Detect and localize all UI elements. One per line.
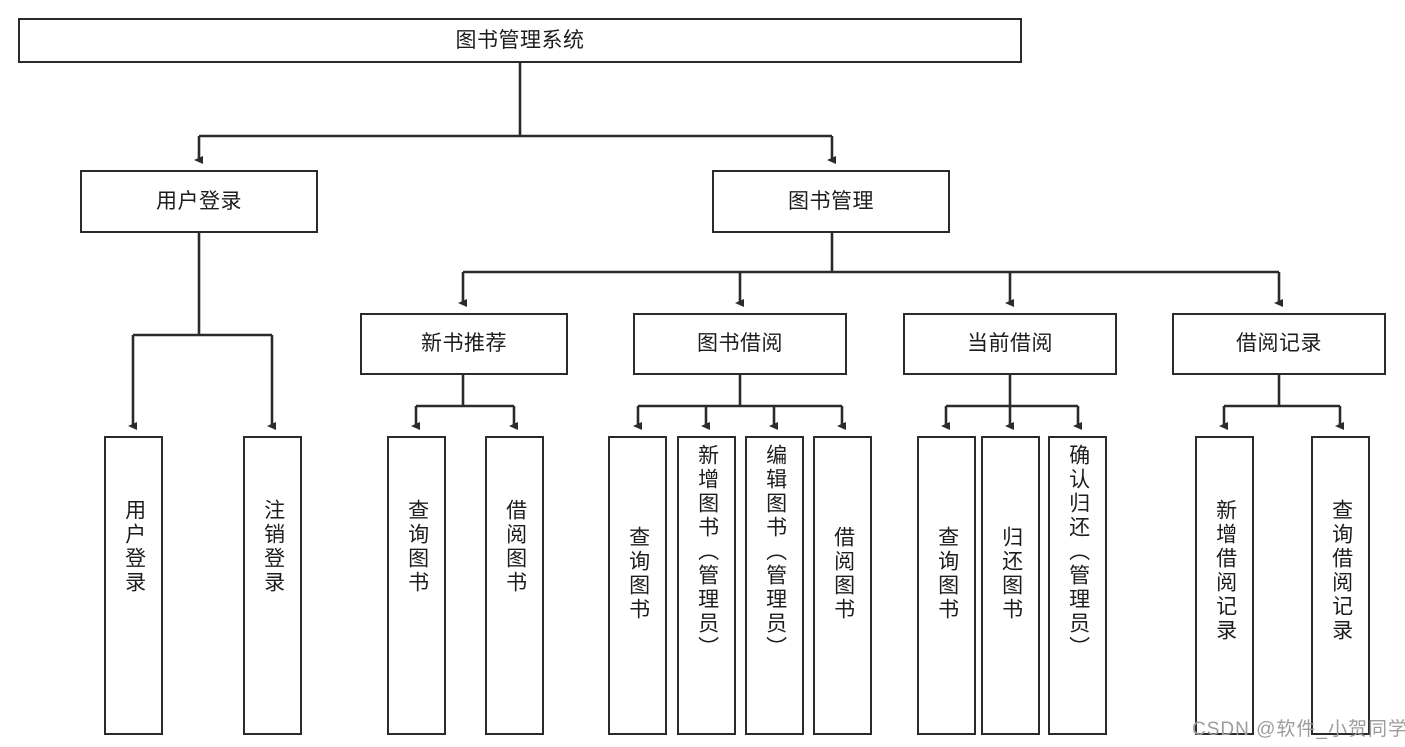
node-leaf-logout[interactable]: 注销登录 (243, 436, 302, 735)
node-label: 新增图书（管理员） (695, 444, 719, 660)
node-label: 新书推荐 (421, 332, 507, 356)
node-label: 借阅记录 (1236, 332, 1322, 356)
node-label: 当前借阅 (967, 332, 1053, 356)
node-label: 编辑图书（管理员） (763, 444, 787, 660)
node-label: 图书管理系统 (455, 28, 585, 52)
node-label: 查询借阅记录 (1329, 499, 1353, 643)
node-leaf-return-book[interactable]: 归还图书 (981, 436, 1040, 735)
node-leaf-query-book-recommend[interactable]: 查询图书 (387, 436, 446, 735)
watermark: CSDN @软件_小贺同学 (1192, 719, 1405, 740)
node-label: 新增借阅记录 (1213, 499, 1237, 643)
node-label: 用户登录 (156, 189, 242, 213)
node-leaf-user-login[interactable]: 用户登录 (104, 436, 163, 735)
node-label: 确认归还（管理员） (1066, 444, 1090, 660)
node-label: 借阅图书 (831, 526, 855, 622)
node-user-login[interactable]: 用户登录 (80, 170, 318, 233)
node-new-book-recommend[interactable]: 新书推荐 (360, 313, 568, 375)
node-leaf-add-book-admin[interactable]: 新增图书（管理员） (677, 436, 736, 735)
node-leaf-borrow-book-recommend[interactable]: 借阅图书 (485, 436, 544, 735)
node-label: 归还图书 (999, 526, 1023, 622)
node-book-borrow[interactable]: 图书借阅 (633, 313, 847, 375)
node-current-borrow[interactable]: 当前借阅 (903, 313, 1117, 375)
node-label: 查询图书 (405, 499, 429, 595)
node-leaf-borrow-book[interactable]: 借阅图书 (813, 436, 872, 735)
node-leaf-add-borrow-record[interactable]: 新增借阅记录 (1195, 436, 1254, 735)
node-label: 查询图书 (935, 526, 959, 622)
node-label: 图书借阅 (697, 332, 783, 356)
node-leaf-query-borrow-record[interactable]: 查询借阅记录 (1311, 436, 1370, 735)
node-leaf-confirm-return-admin[interactable]: 确认归还（管理员） (1048, 436, 1107, 735)
node-label: 注销登录 (261, 499, 285, 595)
node-borrow-record[interactable]: 借阅记录 (1172, 313, 1386, 375)
node-root-book-management-system[interactable]: 图书管理系统 (18, 18, 1022, 63)
node-label: 图书管理 (788, 189, 874, 213)
node-leaf-query-book-current[interactable]: 查询图书 (917, 436, 976, 735)
node-label: 用户登录 (122, 499, 146, 595)
node-leaf-query-book-borrow[interactable]: 查询图书 (608, 436, 667, 735)
node-label: 借阅图书 (503, 499, 527, 595)
node-leaf-edit-book-admin[interactable]: 编辑图书（管理员） (745, 436, 804, 735)
node-book-management[interactable]: 图书管理 (712, 170, 950, 233)
node-label: 查询图书 (626, 526, 650, 622)
